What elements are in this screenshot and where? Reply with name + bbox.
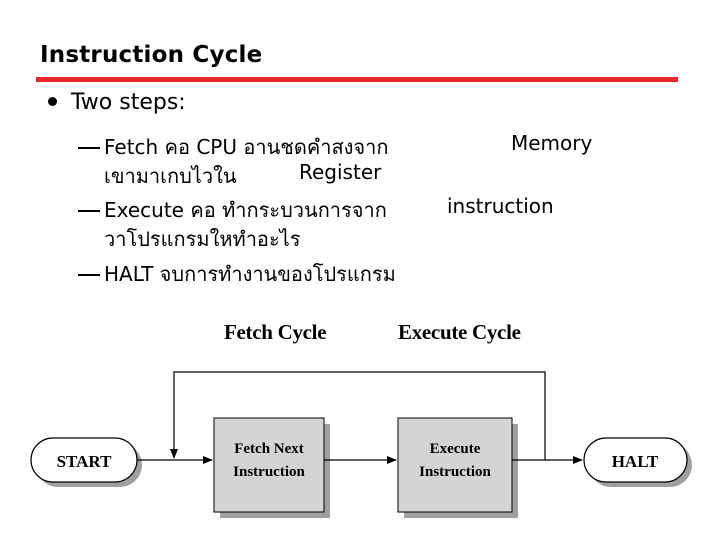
- sub-item-execute-text: Execute คอ ทำกระบวนการจาก: [104, 198, 387, 222]
- fetch-next-instruction-box: Fetch Next Instruction: [213, 417, 330, 518]
- bullet-two-steps: Two steps:: [48, 90, 186, 115]
- start-label: START: [57, 452, 112, 471]
- bullet-dot-icon: [48, 96, 57, 106]
- fetch-box-line-1: Fetch Next: [234, 441, 304, 457]
- title-rule: [36, 77, 678, 82]
- execute-instruction-box: Execute Instruction: [397, 417, 518, 518]
- sub-item-fetch-cont: เขามาเกบไวใน: [104, 164, 237, 188]
- fetch-box-line-2: Instruction: [233, 464, 305, 480]
- sub-item-execute-instruction: instruction: [447, 194, 554, 218]
- bullet-text: Two steps:: [71, 90, 186, 115]
- sub-item-execute-cont: วาโปรแกรมใหทำอะไร: [104, 227, 301, 251]
- sub-item-fetch-memory: Memory: [511, 131, 593, 155]
- execute-box-line-2: Instruction: [419, 464, 491, 480]
- sub-item-execute: Execute คอ ทำกระบวนการจาก: [78, 194, 387, 226]
- sub-item-halt-text: HALT จบการทำงานของโปรแกรม: [104, 262, 396, 286]
- dash-icon: [78, 146, 100, 149]
- loop-back-arrow: [170, 371, 546, 460]
- sub-item-fetch: Fetch คอ CPU อานชดคำสงจาก: [78, 131, 388, 163]
- sub-item-fetch-register: Register: [299, 160, 382, 184]
- halt-terminal: HALT: [583, 437, 692, 487]
- sub-item-halt: HALT จบการทำงานของโปรแกรม: [78, 258, 396, 290]
- execute-cycle-label: Execute Cycle: [398, 320, 521, 344]
- sub-item-fetch-text: Fetch คอ CPU อานชดคำสงจาก: [104, 135, 389, 159]
- halt-label: HALT: [612, 452, 659, 471]
- execute-box-line-1: Execute: [430, 441, 481, 457]
- dash-icon: [78, 209, 100, 212]
- slide-title: Instruction Cycle: [40, 42, 263, 68]
- fetch-cycle-label: Fetch Cycle: [224, 320, 327, 344]
- dash-icon: [78, 273, 100, 276]
- start-terminal: START: [30, 437, 142, 487]
